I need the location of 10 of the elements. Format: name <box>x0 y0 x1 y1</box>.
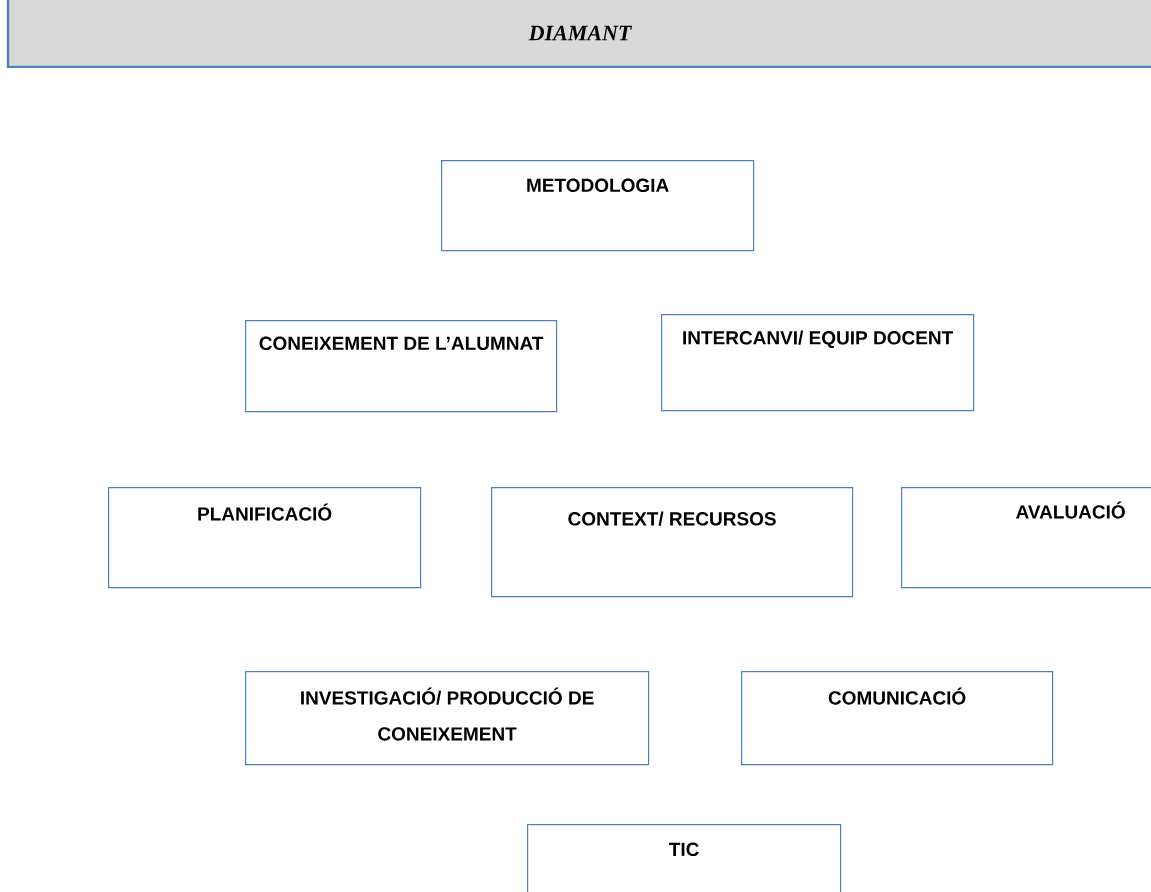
text-box: PLANIFICACIÓ <box>108 487 422 589</box>
text-box: TIC <box>527 824 842 892</box>
text-box: CONTEXT/ RECURSOS <box>491 487 854 598</box>
text-box: METODOLOGIA <box>441 160 755 252</box>
text-box: AVALUACIÓ <box>901 487 1151 589</box>
text-box: COMUNICACIÓ <box>741 671 1054 766</box>
text-box: CONEIXEMENT DE L’ALUMNAT <box>245 320 558 413</box>
text-box: INVESTIGACIÓ/ PRODUCCIÓ DE CONEIXEMENT <box>245 671 650 766</box>
title-bar: DIAMANT <box>6 0 1151 69</box>
text-box: INTERCANVI/ EQUIP DOCENT <box>661 314 975 412</box>
